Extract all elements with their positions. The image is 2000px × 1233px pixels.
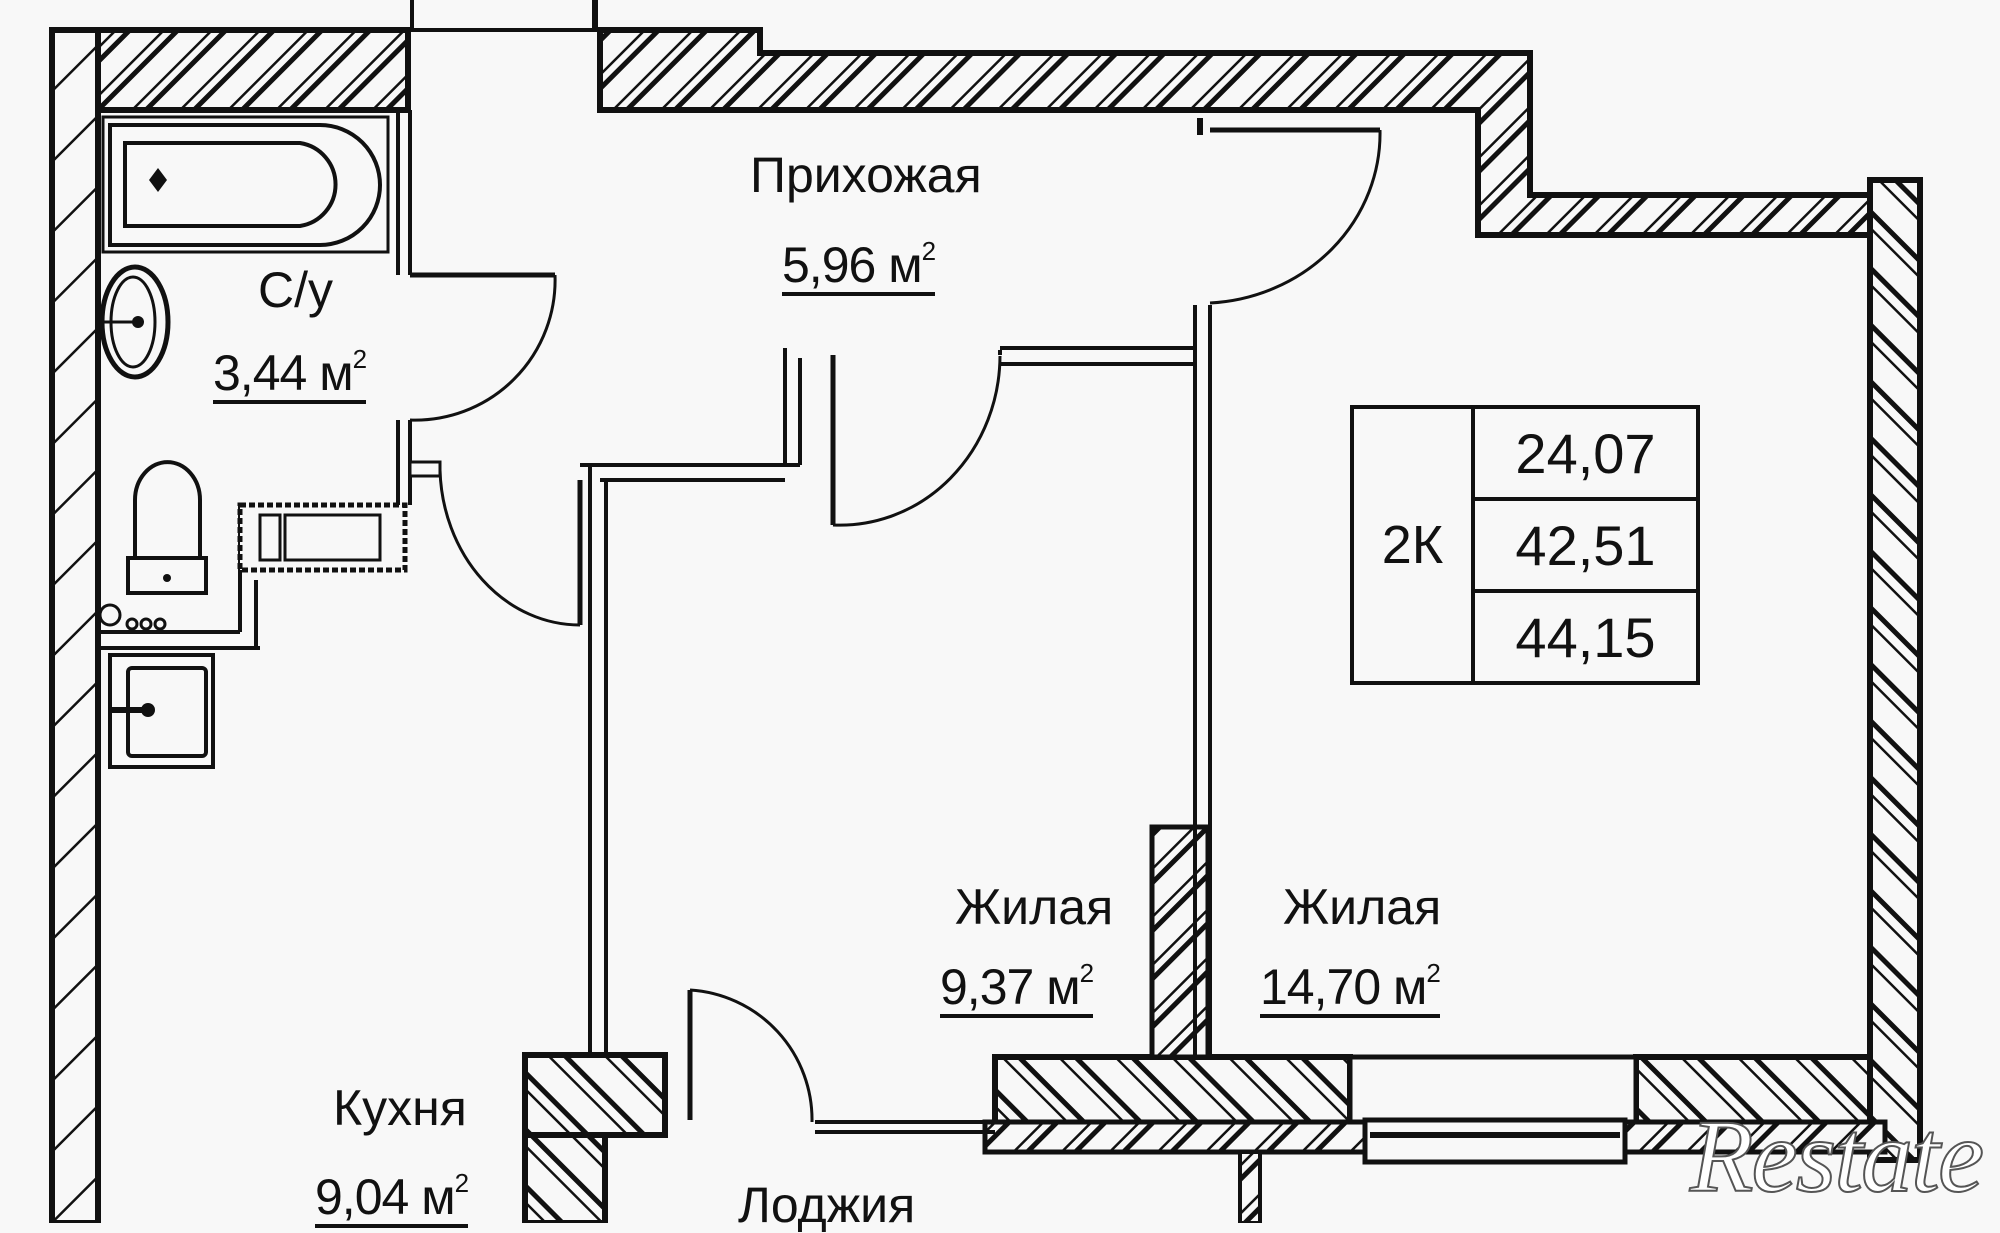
total-area-value: 42,51 <box>1475 501 1696 593</box>
room-label-living-1: Жилая <box>955 879 1114 935</box>
washbasin-icon <box>99 264 171 380</box>
bathtub-icon <box>101 115 390 254</box>
apartment-type: 2К <box>1354 409 1475 681</box>
wall-left <box>49 27 101 1223</box>
wall-kitchen-loggia <box>522 1052 1262 1223</box>
room-area-kitchen: 9,04 м2 <box>315 1170 469 1228</box>
stove-burners-icon <box>98 603 167 631</box>
room-label-kitchen: Кухня <box>333 1080 467 1136</box>
total-area-with-loggia-value: 44,15 <box>1515 605 1656 669</box>
room-area-hallway: 5,96 м2 <box>782 238 936 296</box>
entrance-door <box>408 0 600 32</box>
watermark-logo: Restate <box>1689 1099 1985 1214</box>
door-living-2 <box>1197 118 1382 305</box>
ventilation-shaft <box>237 502 408 573</box>
door-loggia <box>687 988 814 1123</box>
door-hallway-kitchen <box>408 460 583 627</box>
wall-partition-column <box>1149 824 1211 1060</box>
room-label-bathroom: С/у <box>258 262 333 318</box>
window-living-2 <box>1347 1054 1639 1165</box>
door-bathroom <box>409 272 557 422</box>
room-label-hallway: Прихожая <box>750 147 982 203</box>
door-living-1 <box>830 350 1002 527</box>
room-label-loggia: Лоджия <box>738 1177 916 1233</box>
room-label-living-2: Жилая <box>1283 879 1442 935</box>
living-area-value: 24,07 <box>1475 409 1696 501</box>
room-area-living-2: 14,70 м2 <box>1260 960 1441 1018</box>
room-area-living-1: 9,37 м2 <box>940 960 1094 1018</box>
apartment-summary-table: 2К 24,07 42,51 44,15 <box>1350 405 1700 685</box>
wall-bottom-living <box>982 1054 1888 1155</box>
toilet-icon <box>126 460 208 595</box>
wall-right <box>1867 177 1923 1163</box>
kitchen-sink-icon <box>108 653 215 769</box>
wall-hallway-living1 <box>580 346 1195 1057</box>
wall-partition-living <box>1193 305 1212 1057</box>
room-area-bathroom: 3,44 м2 <box>213 346 367 404</box>
wall-top-bathroom <box>95 27 411 113</box>
